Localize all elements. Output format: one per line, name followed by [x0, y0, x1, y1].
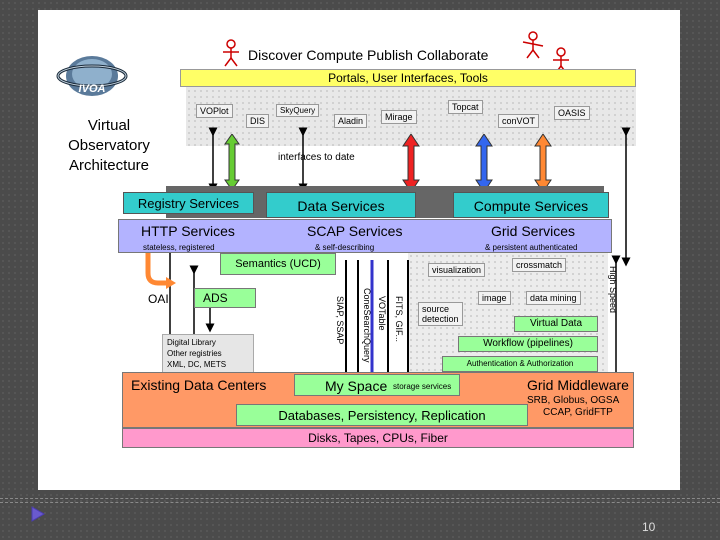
databases-box: Databases, Persistency, Replication: [236, 404, 528, 426]
disks-band: Disks, Tapes, CPUs, Fiber: [122, 428, 634, 448]
siap-ssap-label: SIAP, SSAP: [335, 296, 345, 344]
protocol-band: HTTP Services SCAP Services Grid Service…: [118, 219, 612, 253]
storage-services-label: storage services: [393, 382, 452, 391]
tool-voplot: VOPlot: [196, 104, 233, 118]
ads-label: ADS: [203, 291, 228, 305]
http-sub-label: stateless, registered: [143, 243, 215, 252]
semantics-label: Semantics (UCD): [235, 258, 321, 270]
next-slide-triangle-icon[interactable]: [30, 505, 46, 523]
source-detection-line: detection: [422, 314, 459, 324]
tool-topcat: Topcat: [448, 100, 483, 114]
side-title-line: Observatory: [68, 137, 150, 154]
vertical-protocols: SIAP, SSAP ConeSearch Query VOTable FITS…: [335, 260, 409, 373]
portals-bar: Portals, User Interfaces, Tools: [180, 69, 636, 87]
digital-library-box: Digital Library Other registries XML, DC…: [162, 334, 254, 374]
logo-text: IVOA: [79, 83, 106, 95]
tool-mirage: Mirage: [381, 110, 417, 124]
diagram-header: Discover Compute Publish Collaborate: [248, 47, 489, 63]
tool-dis: DIS: [246, 114, 270, 128]
visualization-box: visualization: [428, 263, 486, 277]
myspace-label: My Space: [325, 378, 388, 394]
tool-aladin: Aladin: [334, 114, 368, 128]
data-services: Data Services: [266, 192, 416, 218]
conesearch-label: ConeSearch: [362, 288, 372, 338]
registry-services-label: Registry Services: [137, 196, 240, 211]
interfaces-label: interfaces to date: [278, 152, 355, 163]
existing-data-centers-band: Existing Data Centers Grid Middleware SR…: [122, 372, 634, 428]
blue-arrow: [475, 134, 493, 192]
diagram-slide: IVOA Discover Compute Publish Collaborat…: [38, 10, 680, 490]
tool-convot: conVOT: [498, 114, 540, 128]
person-icon: [522, 31, 544, 59]
source-detection-line: source: [422, 304, 450, 314]
ivoa-logo: IVOA: [56, 52, 128, 100]
disks-label: Disks, Tapes, CPUs, Fiber: [308, 431, 448, 445]
divider-line: [0, 502, 720, 503]
side-title-line: Virtual: [87, 117, 131, 134]
compute-services: Compute Services: [453, 192, 609, 218]
compute-services-label: Compute Services: [473, 198, 589, 214]
semantics-box: Semantics (UCD): [220, 253, 336, 275]
votable-label: VOTable: [377, 296, 387, 331]
side-title: Virtual Observatory Architecture: [64, 116, 154, 176]
data-services-label: Data Services: [297, 198, 385, 214]
side-title-line: Architecture: [68, 157, 150, 174]
digital-library-line: XML, DC, METS: [167, 360, 227, 369]
orange-arrow: [534, 134, 552, 192]
digital-library-line: Digital Library: [167, 338, 216, 347]
oai-label: OAI: [148, 292, 169, 306]
source-detection-box: source detection: [418, 302, 463, 326]
tool-skyquery: SkyQuery: [276, 104, 320, 117]
ads-box: ADS: [194, 288, 256, 308]
red-arrow: [402, 134, 420, 192]
high-speed-label-container: High Speed: [608, 266, 618, 313]
scap-sub-label: & self-describing: [315, 243, 375, 252]
grid-services-label: Grid Services: [491, 223, 576, 239]
green-arrow: [224, 134, 240, 190]
query-label: Query: [362, 338, 372, 363]
crossmatch-box: crossmatch: [512, 258, 567, 272]
auth-box: Authentication & Authorization: [442, 356, 598, 372]
image-box: image: [478, 291, 511, 305]
high-speed-label: High Speed: [608, 266, 618, 313]
myspace-box: My Space storage services: [294, 374, 460, 396]
http-services-label: HTTP Services: [141, 223, 235, 239]
person-icon: [223, 39, 239, 67]
portals-title: Portals, User Interfaces, Tools: [328, 71, 488, 85]
page-number: 10: [642, 520, 656, 534]
workflow-box: Workflow (pipelines): [458, 336, 598, 352]
registry-services: Registry Services: [123, 192, 254, 214]
databases-label: Databases, Persistency, Replication: [278, 408, 486, 423]
grid-middleware-label: Grid Middleware: [527, 377, 629, 393]
divider-line: [0, 498, 720, 499]
middleware-line: SRB, Globus, OGSA: [527, 395, 620, 406]
tool-oasis: OASIS: [554, 106, 590, 120]
data-mining-box: data mining: [526, 291, 581, 305]
existing-data-centers-label: Existing Data Centers: [131, 377, 267, 393]
virtual-data-box: Virtual Data: [514, 316, 598, 332]
scap-services-label: SCAP Services: [307, 223, 403, 239]
digital-library-line: Other registries: [167, 349, 222, 358]
grid-sub-label: & persistent authenticated: [485, 243, 578, 252]
fits-gif-label: FITS, GIF...: [394, 296, 404, 342]
middleware-line: CCAP, GridFTP: [543, 407, 613, 418]
oai-loop-arrow: [145, 253, 176, 289]
